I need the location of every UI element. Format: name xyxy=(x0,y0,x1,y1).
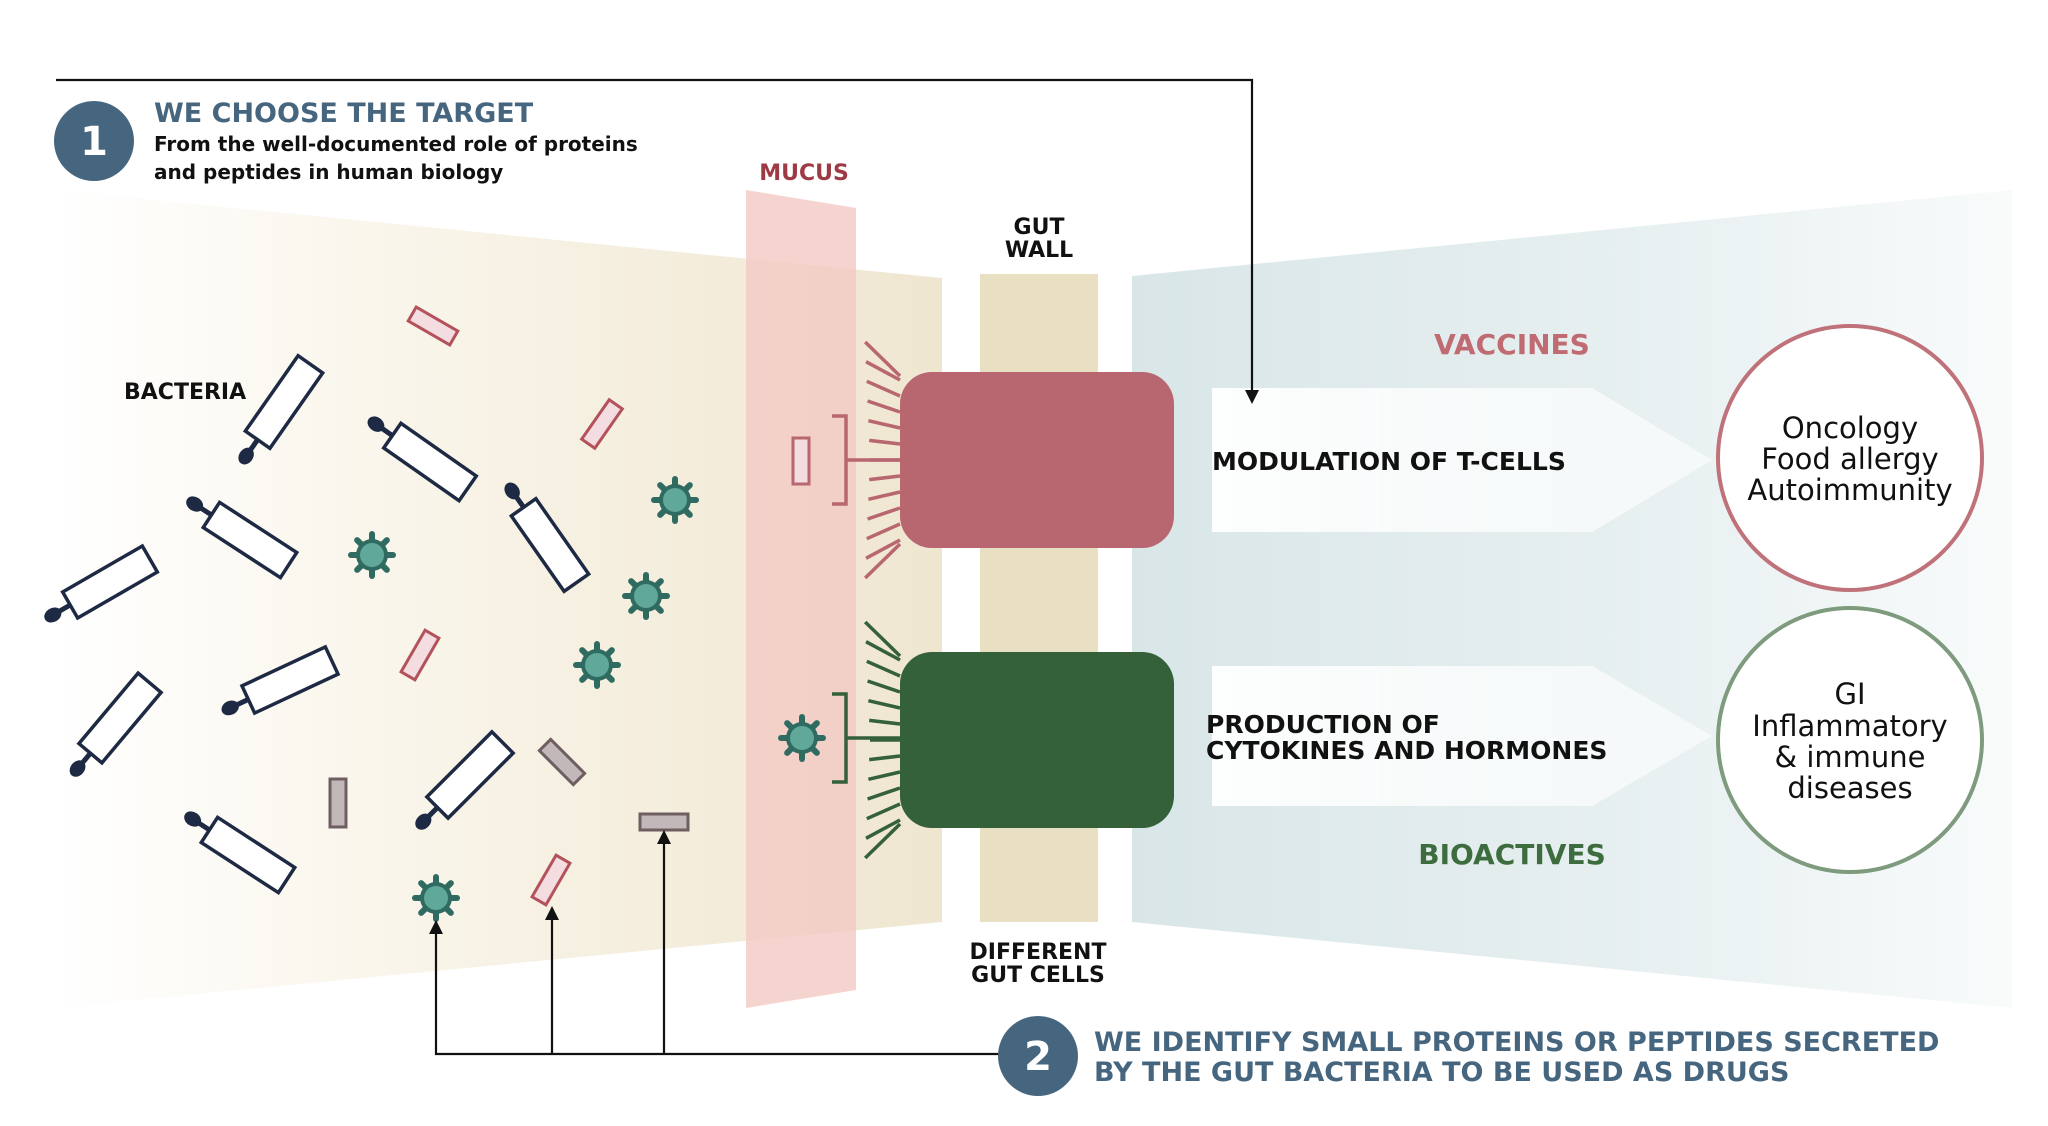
body-side-background xyxy=(1132,190,2012,1008)
red-gut-cell xyxy=(900,372,1174,548)
bacterium-icon xyxy=(44,543,160,623)
red-outcome-autoimmunity: Autoimmunity xyxy=(1747,473,1952,507)
green-receptor-bracket xyxy=(832,692,900,784)
cytokines-pathway-label-line1: PRODUCTION OF xyxy=(1206,710,1440,739)
receptor-spike xyxy=(866,659,901,678)
receptor-spike xyxy=(863,340,902,378)
bioactives-label: BIOACTIVES xyxy=(1418,838,1606,871)
different-cells-label-line1: DIFFERENT xyxy=(970,940,1107,965)
receptor-spike xyxy=(868,754,901,762)
step2-text-line2: BY THE GUT BACTERIA TO BE USED AS DRUGS xyxy=(1094,1057,1789,1088)
viruses-group xyxy=(348,476,699,922)
spiky-virus-icon xyxy=(573,641,621,689)
vaccines-label: VACCINES xyxy=(1434,328,1590,361)
bacterium-icon xyxy=(415,729,516,830)
red-outcome-oncology: Oncology xyxy=(1782,411,1918,445)
step2-text-line1: WE IDENTIFY SMALL PROTEINS OR PEPTIDES S… xyxy=(1094,1027,1939,1058)
protein-rect-icon xyxy=(530,853,572,907)
mucus-layer xyxy=(746,190,856,1008)
proteins-group xyxy=(328,305,690,907)
cytokines-pathway-label-line2: CYTOKINES AND HORMONES xyxy=(1206,736,1607,765)
spiky-virus-icon xyxy=(348,531,396,579)
receptor-spike xyxy=(867,679,901,694)
step1-subtitle-line1: From the well-documented role of protein… xyxy=(154,132,638,156)
spiky-virus-icon xyxy=(412,874,460,922)
red-cell-receptor-spikes xyxy=(863,340,902,580)
protein-rect-icon xyxy=(328,777,348,829)
protein-rect-icon xyxy=(579,397,625,451)
step2-arrowhead-red-protein xyxy=(545,906,559,920)
step1-title: WE CHOOSE THE TARGET xyxy=(154,98,534,129)
step1-badge xyxy=(54,101,134,181)
mucus-label: MUCUS xyxy=(759,161,849,186)
green-cell-receptor-spikes xyxy=(863,620,902,860)
step2-connectors xyxy=(434,842,1002,1056)
green-outcome-diseases: diseases xyxy=(1787,771,1912,805)
step1-subtitle-line2: and peptides in human biology xyxy=(154,160,503,184)
tcells-pathway-label: MODULATION OF T-CELLS xyxy=(1212,447,1566,476)
receptor-spike xyxy=(866,379,901,398)
red-outcome-circle xyxy=(1716,324,1984,592)
step1-connector xyxy=(56,78,1254,394)
spiky-virus-icon xyxy=(651,476,699,524)
step2-arrowhead-gray-protein xyxy=(657,830,671,844)
spiky-virus-icon xyxy=(622,572,670,620)
receptor-spike xyxy=(865,360,901,382)
bacterium-icon xyxy=(184,811,298,896)
red-outcome-food-allergy: Food allergy xyxy=(1761,442,1938,476)
bacterium-icon xyxy=(69,670,164,777)
red-protein-at-receptor xyxy=(791,436,811,486)
green-outcome-gi: GI xyxy=(1834,677,1865,711)
step1-arrowhead xyxy=(1245,390,1259,404)
green-gut-cell xyxy=(900,652,1174,828)
receptor-spike xyxy=(868,770,901,782)
step2-number: 2 xyxy=(1024,1034,1052,1080)
bacteria-group xyxy=(44,353,592,896)
receptor-spike xyxy=(865,640,901,662)
receptor-spike xyxy=(866,522,901,541)
protein-rect-icon xyxy=(638,812,690,832)
receptor-spike xyxy=(866,802,901,821)
tcells-pathway-arrow xyxy=(1212,388,1712,532)
receptor-spike xyxy=(868,438,901,446)
step2-arrowhead-virus xyxy=(429,920,443,934)
green-outcome-inflammatory: Inflammatory xyxy=(1752,709,1947,743)
step2-badge xyxy=(998,1016,1078,1096)
receptor-spike xyxy=(868,474,901,482)
receptor-spike xyxy=(865,538,901,560)
red-receptor-bracket xyxy=(832,414,900,506)
receptor-spike xyxy=(868,718,901,726)
receptor-spike xyxy=(867,399,901,414)
bacterium-icon xyxy=(221,644,341,716)
protein-rect-icon xyxy=(406,305,460,347)
bacterium-icon xyxy=(504,482,592,594)
receptor-spike xyxy=(863,822,902,860)
protein-rect-icon xyxy=(399,628,441,682)
spiky-virus-icon xyxy=(778,714,826,762)
bacterium-icon xyxy=(367,416,479,504)
gut-wall-label-line2: WALL xyxy=(1005,238,1073,263)
virus-at-receptor xyxy=(778,714,826,762)
gut-wall-label-line1: GUT xyxy=(1014,215,1065,240)
green-outcome-circle xyxy=(1716,606,1984,874)
receptor-spike xyxy=(863,620,902,658)
bacterium-icon xyxy=(186,496,300,581)
different-cells-label-line2: GUT CELLS xyxy=(971,963,1105,988)
bacterium-icon xyxy=(238,353,326,465)
bacteria-label: BACTERIA xyxy=(124,380,246,405)
green-outcome-immune: & immune xyxy=(1775,740,1926,774)
receptor-spike xyxy=(865,818,901,840)
receptor-spike xyxy=(867,506,901,521)
cytokines-pathway-arrow xyxy=(1212,666,1712,806)
receptor-spike xyxy=(867,786,901,801)
receptor-spike xyxy=(868,698,901,710)
receptor-spike xyxy=(868,490,901,502)
step1-number: 1 xyxy=(80,119,108,165)
receptor-spike xyxy=(863,542,902,580)
protein-rect-icon xyxy=(537,737,587,787)
receptor-spike xyxy=(868,418,901,430)
